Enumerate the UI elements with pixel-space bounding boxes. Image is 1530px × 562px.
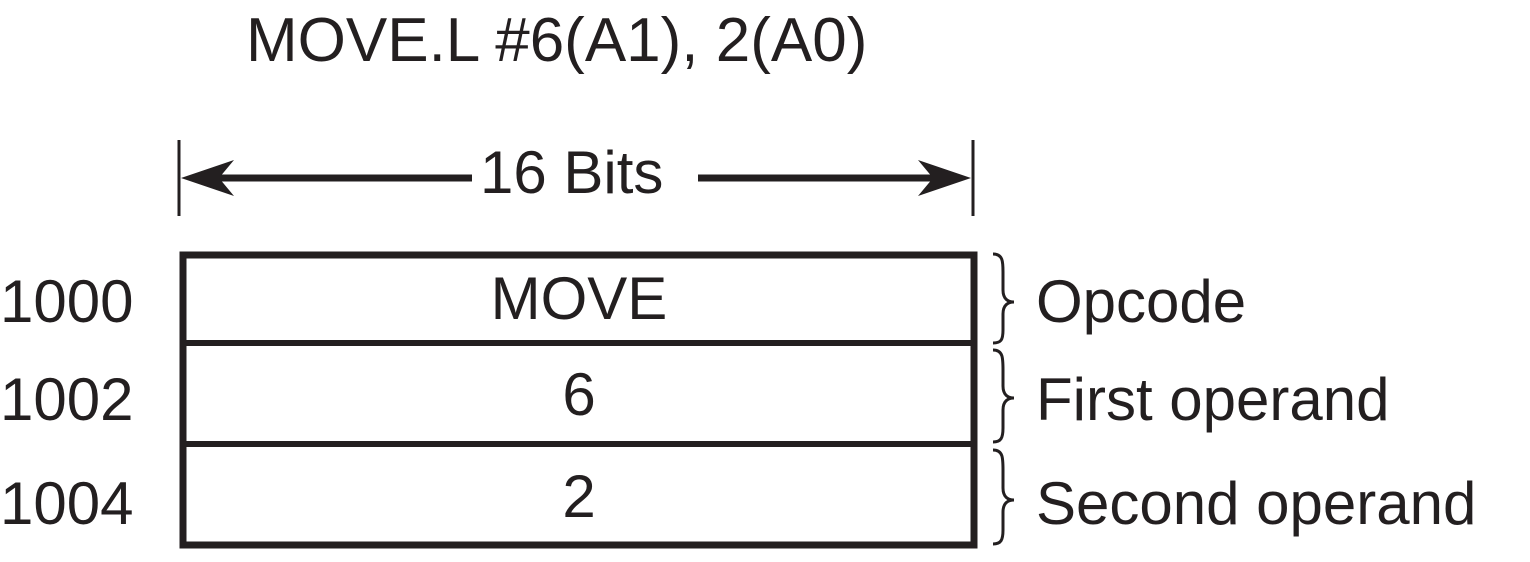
brace-icon bbox=[992, 252, 1015, 345]
word-content-second-operand: 2 bbox=[562, 462, 596, 530]
width-arrow-left-head bbox=[181, 160, 234, 196]
instruction-title: MOVE.L #6(A1), 2(A0) bbox=[246, 6, 868, 75]
brace-icon bbox=[992, 448, 1015, 546]
word-content-first-operand: 6 bbox=[562, 360, 596, 428]
width-label: 16 Bits bbox=[480, 139, 664, 206]
word-description: Opcode bbox=[1036, 268, 1247, 335]
word-description: First operand bbox=[1036, 366, 1390, 433]
word-address: 1000 bbox=[0, 268, 134, 335]
word-address: 1004 bbox=[0, 470, 134, 537]
word-content-opcode: MOVE bbox=[490, 264, 668, 332]
word-address: 1002 bbox=[0, 366, 134, 433]
memory-word-box bbox=[179, 251, 978, 549]
width-arrow-right-head bbox=[918, 160, 971, 196]
brace-icon bbox=[992, 348, 1015, 444]
word-description: Second operand bbox=[1036, 470, 1477, 537]
